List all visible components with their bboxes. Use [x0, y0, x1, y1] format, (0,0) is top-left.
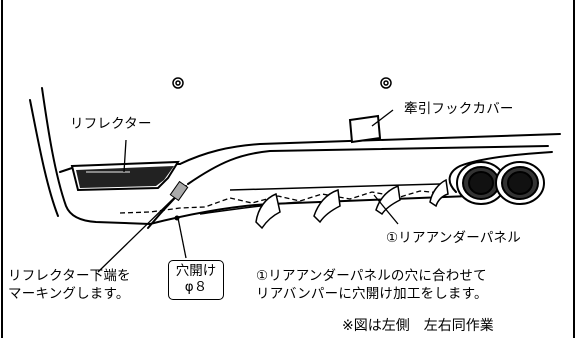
bolt-mark-icon — [380, 77, 392, 89]
under-panel-lines — [199, 183, 441, 215]
reflector-label: リフレクター — [70, 116, 152, 132]
bolt-mark-icon — [172, 77, 184, 89]
reflector-shape — [70, 160, 189, 202]
marking-instruction-line2: マーキングします。 — [8, 286, 130, 302]
tow-hook-cover-label: 牽引フックカバー — [404, 101, 514, 117]
hole-spec-box: 穴開け φ８ — [168, 260, 224, 300]
footnote: ※図は左側 左右同作業 — [342, 318, 494, 334]
rear-under-panel-label: ①リアアンダーパネル — [386, 230, 521, 246]
drill-instruction-line1: ①リアアンダーパネルの穴に合わせて — [256, 268, 487, 284]
tow-hook-cover-shape — [348, 114, 382, 144]
hole-spec-title: 穴開け — [175, 263, 217, 279]
drill-instruction-line2: リアバンパーに穴開け加工をします。 — [256, 286, 488, 302]
exhaust-tips — [456, 161, 545, 205]
marking-instruction-line1: リフレクター下端を — [8, 268, 131, 284]
leader-lines — [97, 109, 399, 273]
panel-fins — [255, 178, 449, 230]
hole-spec-size: φ８ — [184, 279, 208, 295]
